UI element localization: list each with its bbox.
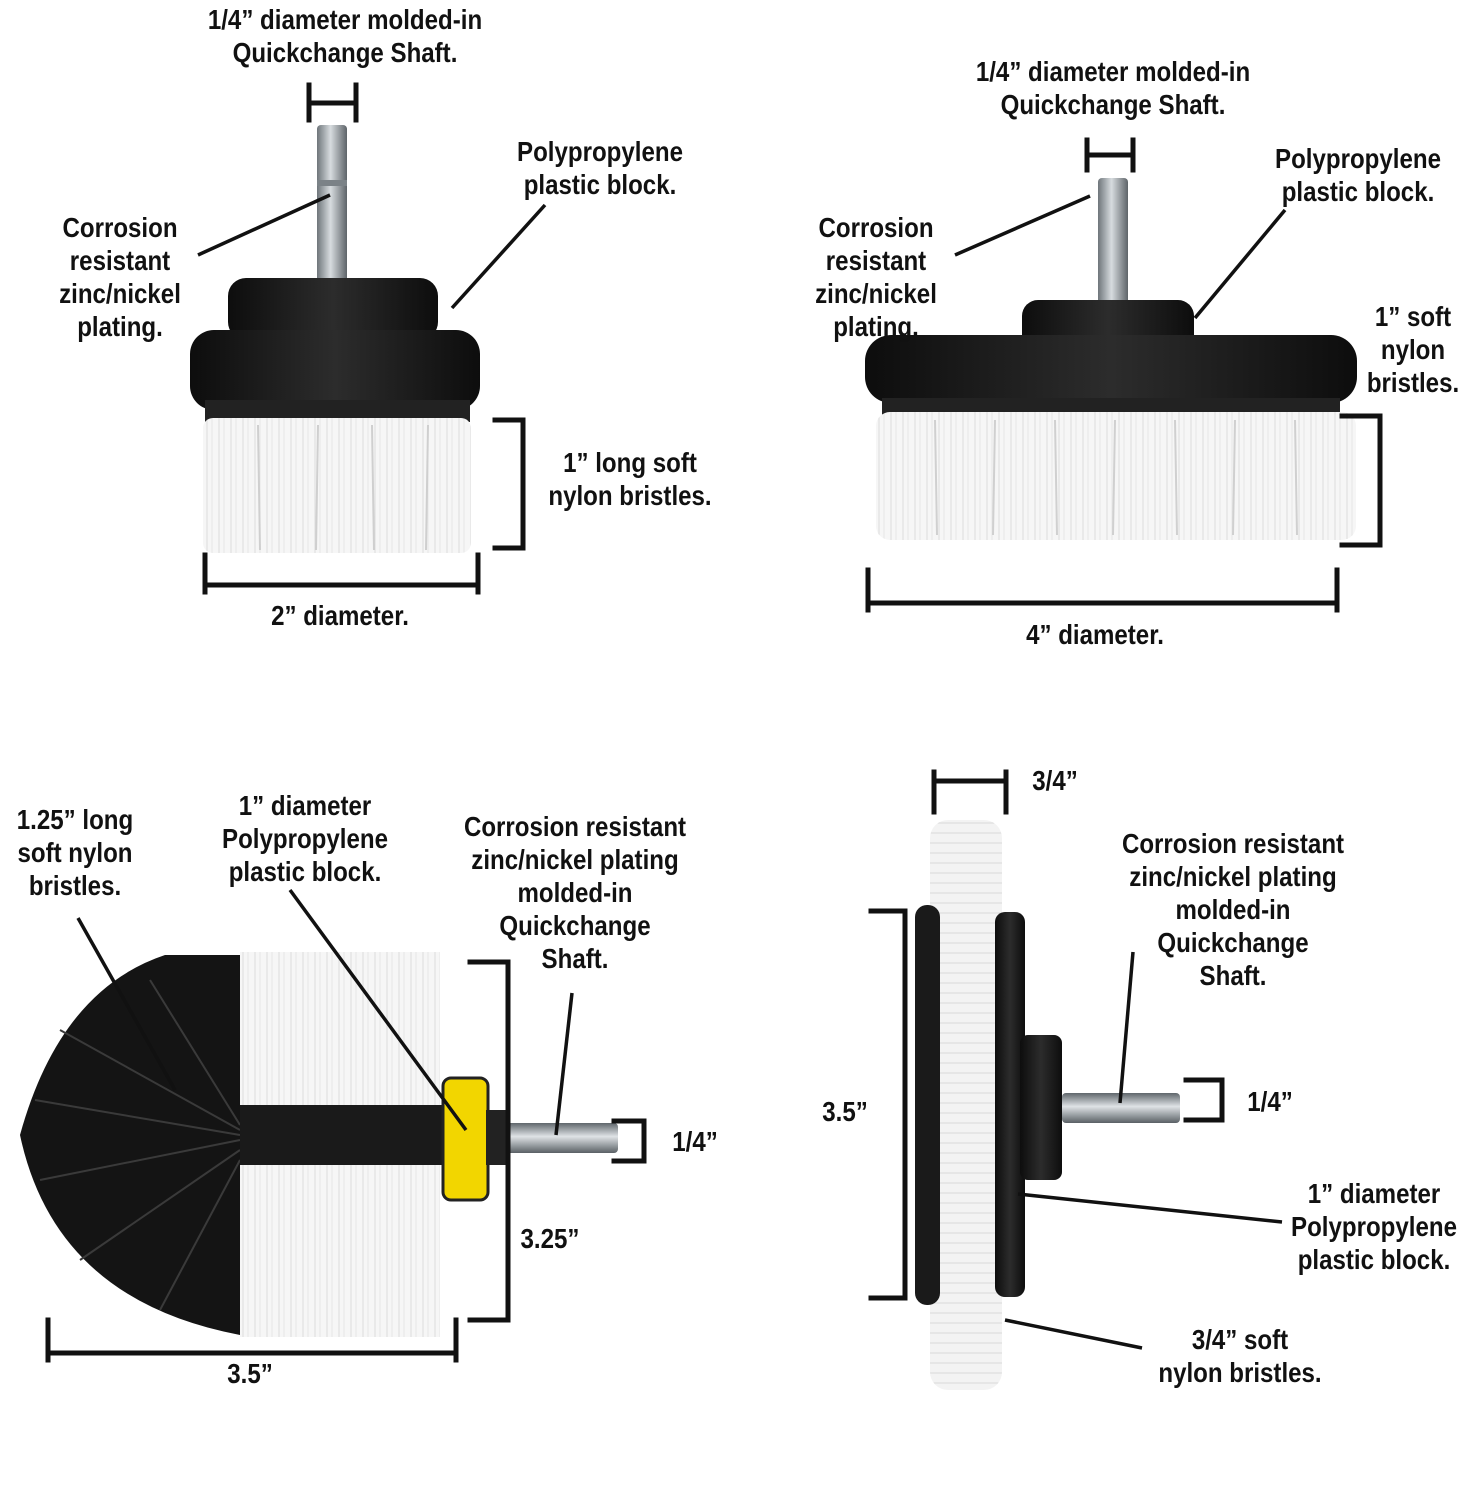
- brush-4in-illustration: [865, 178, 1357, 540]
- thickness-label-flat: 3/4”: [1016, 764, 1093, 797]
- flat-block: [995, 912, 1025, 1297]
- plating-label-2in: Corrosion resistant zinc/nickel plating.: [43, 211, 198, 343]
- bristles-label-round: 1.25” long soft nylon bristles.: [11, 803, 140, 902]
- bristles-label-2in: 1” long soft nylon bristles.: [535, 446, 724, 512]
- label-line: zinc/nickel: [59, 278, 181, 309]
- label-line: 3/4” soft: [1191, 1324, 1289, 1355]
- label-line: zinc/nickel: [815, 278, 937, 309]
- label-line: nylon: [1380, 334, 1446, 365]
- label-line: 3.5”: [822, 1096, 868, 1127]
- shaft-label-2in: 1/4” diameter molded-in Quickchange Shaf…: [177, 3, 512, 69]
- diameter-label-4in: 4” diameter.: [1005, 618, 1186, 651]
- flat-brush-illustration: [915, 820, 1180, 1390]
- shaft-size-label-round: 1/4”: [656, 1125, 733, 1158]
- block-label-2in: Polypropylene plastic block.: [497, 135, 703, 201]
- label-line: soft nylon: [17, 837, 133, 868]
- label-line: 3.25”: [520, 1223, 580, 1254]
- leader-lines: [76, 193, 1287, 1350]
- dimension-lines: [45, 82, 1383, 1363]
- label-line: molded-in: [517, 877, 633, 908]
- shaft-round: [506, 1123, 618, 1153]
- label-line: 1/4” diameter molded-in: [207, 4, 483, 35]
- brush-core: [240, 1105, 450, 1165]
- label-line: Polypropylene: [1291, 1211, 1457, 1242]
- label-line: Polypropylene: [517, 136, 683, 167]
- label-line: 1” diameter: [238, 790, 372, 821]
- shaft-size-label-flat: 1/4”: [1231, 1085, 1308, 1118]
- diameter-label-2in: 2” diameter.: [254, 599, 426, 632]
- label-line: 1” soft: [1374, 301, 1452, 332]
- bristles-4in: [876, 412, 1356, 540]
- label-line: nylon bristles.: [1158, 1357, 1322, 1388]
- label-line: Quickchange: [499, 910, 651, 941]
- label-line: bristles.: [28, 870, 122, 901]
- label-line: Polypropylene: [1275, 143, 1441, 174]
- label-line: resistant: [825, 245, 927, 276]
- yellow-cap: [441, 1076, 490, 1202]
- label-line: resistant: [69, 245, 171, 276]
- label-line: 3.5”: [227, 1358, 273, 1389]
- shaft-label-round: Corrosion resistant zinc/nickel plating …: [450, 810, 699, 975]
- label-line: 1/4”: [672, 1126, 718, 1157]
- label-line: 1” diameter: [1307, 1178, 1441, 1209]
- flat-hub: [1020, 1035, 1062, 1180]
- label-line: nylon bristles.: [548, 480, 712, 511]
- block-2in: [190, 330, 480, 410]
- label-line: Shaft.: [1199, 960, 1267, 991]
- label-line: plastic block.: [1281, 176, 1435, 207]
- bristles-label-4in: 1” soft nylon bristles.: [1357, 300, 1469, 399]
- label-line: 4” diameter.: [1026, 619, 1164, 650]
- label-line: 1/4”: [1247, 1086, 1293, 1117]
- label-line: Corrosion resistant: [463, 811, 687, 842]
- label-line: 3/4”: [1032, 765, 1078, 796]
- label-line: Shaft.: [541, 943, 609, 974]
- label-line: 2” diameter.: [271, 600, 409, 631]
- height-label-round: 3.25”: [507, 1222, 593, 1255]
- label-line: Quickchange Shaft.: [232, 37, 458, 68]
- label-line: molded-in: [1175, 894, 1291, 925]
- shaft-2in: [317, 125, 347, 290]
- bristles-label-flat: 3/4” soft nylon bristles.: [1145, 1323, 1334, 1389]
- round-brush-illustration: [20, 952, 618, 1337]
- block-label-4in: Polypropylene plastic block.: [1255, 142, 1461, 208]
- label-line: bristles.: [1366, 367, 1460, 398]
- hub-2in: [228, 278, 438, 340]
- block-4in: [865, 335, 1357, 403]
- label-line: Polypropylene: [222, 823, 388, 854]
- block-label-flat: 1” diameter Polypropylene plastic block.: [1285, 1177, 1464, 1276]
- plating-label-4in: Corrosion resistant zinc/nickel plating.: [799, 211, 954, 343]
- label-line: zinc/nickel plating: [471, 844, 679, 875]
- shaft-flat: [1062, 1093, 1180, 1123]
- flat-bristles: [930, 820, 1002, 1390]
- block-label-round: 1” diameter Polypropylene plastic block.: [210, 789, 399, 888]
- label-line: 1.25” long: [16, 804, 134, 835]
- label-line: plating.: [833, 311, 919, 342]
- brush-2in-illustration: [190, 125, 480, 553]
- shaft-4in: [1098, 178, 1128, 318]
- label-line: 1/4” diameter molded-in: [975, 56, 1251, 87]
- length-label-round: 3.5”: [211, 1357, 288, 1390]
- shaft-label-4in: 1/4” diameter molded-in Quickchange Shaf…: [945, 55, 1280, 121]
- black-bristles: [20, 955, 240, 1335]
- label-line: zinc/nickel plating: [1129, 861, 1337, 892]
- shaft-label-flat: Corrosion resistant zinc/nickel plating …: [1108, 827, 1357, 992]
- label-line: Quickchange Shaft.: [1000, 89, 1226, 120]
- label-line: plating.: [77, 311, 163, 342]
- label-line: Corrosion: [62, 212, 178, 243]
- label-line: Corrosion: [818, 212, 934, 243]
- label-line: plastic block.: [523, 169, 677, 200]
- bristles-2in: [203, 418, 471, 553]
- label-line: 1” long soft: [563, 447, 697, 478]
- label-line: plastic block.: [228, 856, 382, 887]
- label-line: Corrosion resistant: [1121, 828, 1345, 859]
- diameter-label-flat: 3.5”: [806, 1095, 883, 1128]
- label-line: Quickchange: [1157, 927, 1309, 958]
- label-line: plastic block.: [1297, 1244, 1451, 1275]
